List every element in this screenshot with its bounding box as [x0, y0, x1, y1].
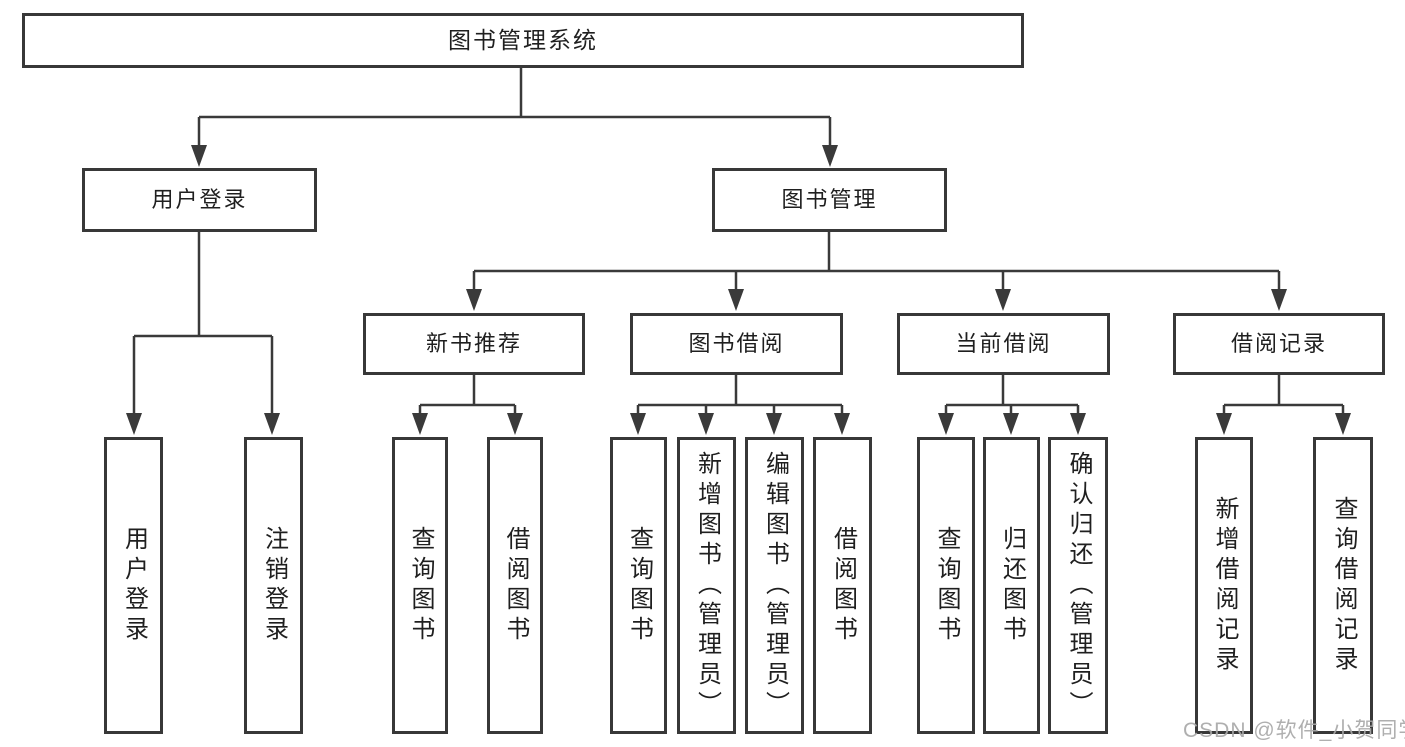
- leaf-user-login: 用户登录: [104, 437, 163, 734]
- leaf-label: 借阅图书: [829, 525, 857, 646]
- csdn-watermark: CSDN @软件_小贺同学: [1183, 719, 1405, 742]
- node-new-book-recommend: 新书推荐: [363, 313, 585, 375]
- node-label: 借阅记录: [1230, 331, 1327, 356]
- leaf-label: 用户登录: [120, 525, 148, 646]
- leaf-label: 查询借阅记录: [1330, 495, 1357, 676]
- leaf-logout: 注销登录: [244, 437, 303, 734]
- node-label: 图书管理系统: [448, 27, 598, 53]
- leaf-add-borrow-record: 新增借阅记录: [1195, 437, 1253, 734]
- node-label: 图书借阅: [688, 331, 785, 356]
- leaf-label: 查询图书: [407, 525, 434, 646]
- leaf-label: 确认归还（管理员）: [1065, 450, 1092, 721]
- leaf-edit-books-admin: 编辑图书（管理员）: [745, 437, 804, 734]
- leaf-label: 查询图书: [625, 525, 653, 646]
- leaf-label: 归还图书: [998, 525, 1026, 646]
- node-current-borrow: 当前借阅: [897, 313, 1110, 375]
- node-user-login: 用户登录: [82, 168, 317, 232]
- leaf-label: 新增图书（管理员）: [693, 450, 721, 721]
- leaf-add-books-admin: 新增图书（管理员）: [677, 437, 736, 734]
- leaf-borrow-books: 借阅图书: [813, 437, 872, 734]
- node-book-borrow: 图书借阅: [630, 313, 843, 375]
- leaf-query-books-recommend: 查询图书: [392, 437, 448, 734]
- leaf-return-books: 归还图书: [983, 437, 1040, 734]
- leaf-borrow-books-recommend: 借阅图书: [487, 437, 543, 734]
- leaf-confirm-return-admin: 确认归还（管理员）: [1048, 437, 1108, 734]
- node-label: 图书管理: [781, 187, 878, 212]
- node-label: 用户登录: [151, 187, 248, 212]
- leaf-label: 查询图书: [933, 525, 960, 646]
- leaf-label: 编辑图书（管理员）: [761, 450, 789, 721]
- node-library-system-root: 图书管理系统: [22, 13, 1024, 68]
- node-book-management: 图书管理: [712, 168, 947, 232]
- node-label: 当前借阅: [955, 331, 1052, 356]
- leaf-label: 借阅图书: [502, 525, 529, 646]
- node-label: 新书推荐: [425, 331, 522, 356]
- leaf-query-books-borrow: 查询图书: [610, 437, 667, 734]
- arrowheads: [126, 145, 1351, 435]
- leaf-label: 注销登录: [260, 525, 288, 646]
- node-borrow-records: 借阅记录: [1173, 313, 1385, 375]
- leaf-query-books-current: 查询图书: [917, 437, 975, 734]
- leaf-query-borrow-record: 查询借阅记录: [1313, 437, 1373, 734]
- leaf-label: 新增借阅记录: [1211, 495, 1238, 676]
